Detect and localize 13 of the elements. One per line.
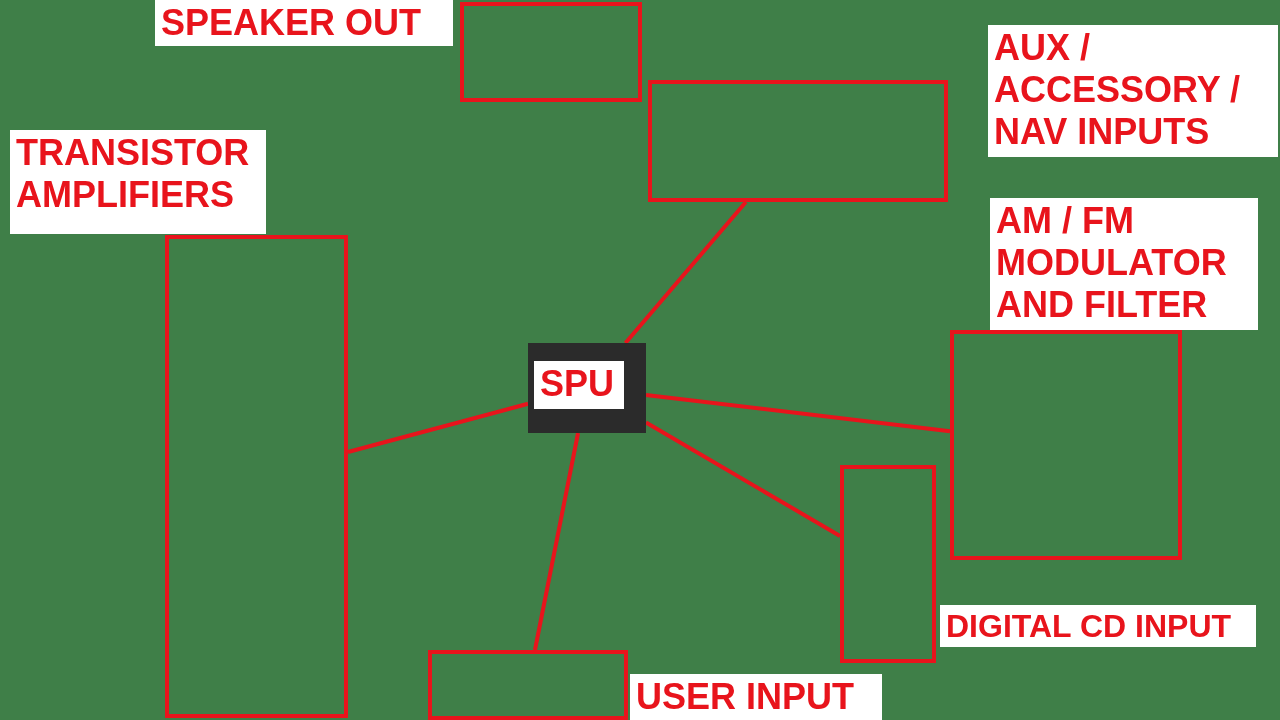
section-label: SPEAKER OUT	[155, 0, 453, 46]
section-label: USER INPUT	[630, 674, 882, 720]
processor-chip	[528, 343, 646, 433]
connector-line	[533, 432, 581, 651]
connector-line	[645, 393, 951, 434]
section-label: AUX / ACCESSORY / NAV INPUTS	[988, 25, 1278, 157]
section-label: AM / FM MODULATOR AND FILTER	[990, 198, 1258, 330]
connector-line	[347, 401, 529, 454]
connector-line	[623, 200, 748, 345]
connector-line	[645, 420, 841, 538]
section-label: DIGITAL CD INPUT	[940, 605, 1256, 647]
chip-label: SPU	[534, 361, 624, 409]
section-label: TRANSISTOR AMPLIFIERS	[10, 130, 266, 234]
